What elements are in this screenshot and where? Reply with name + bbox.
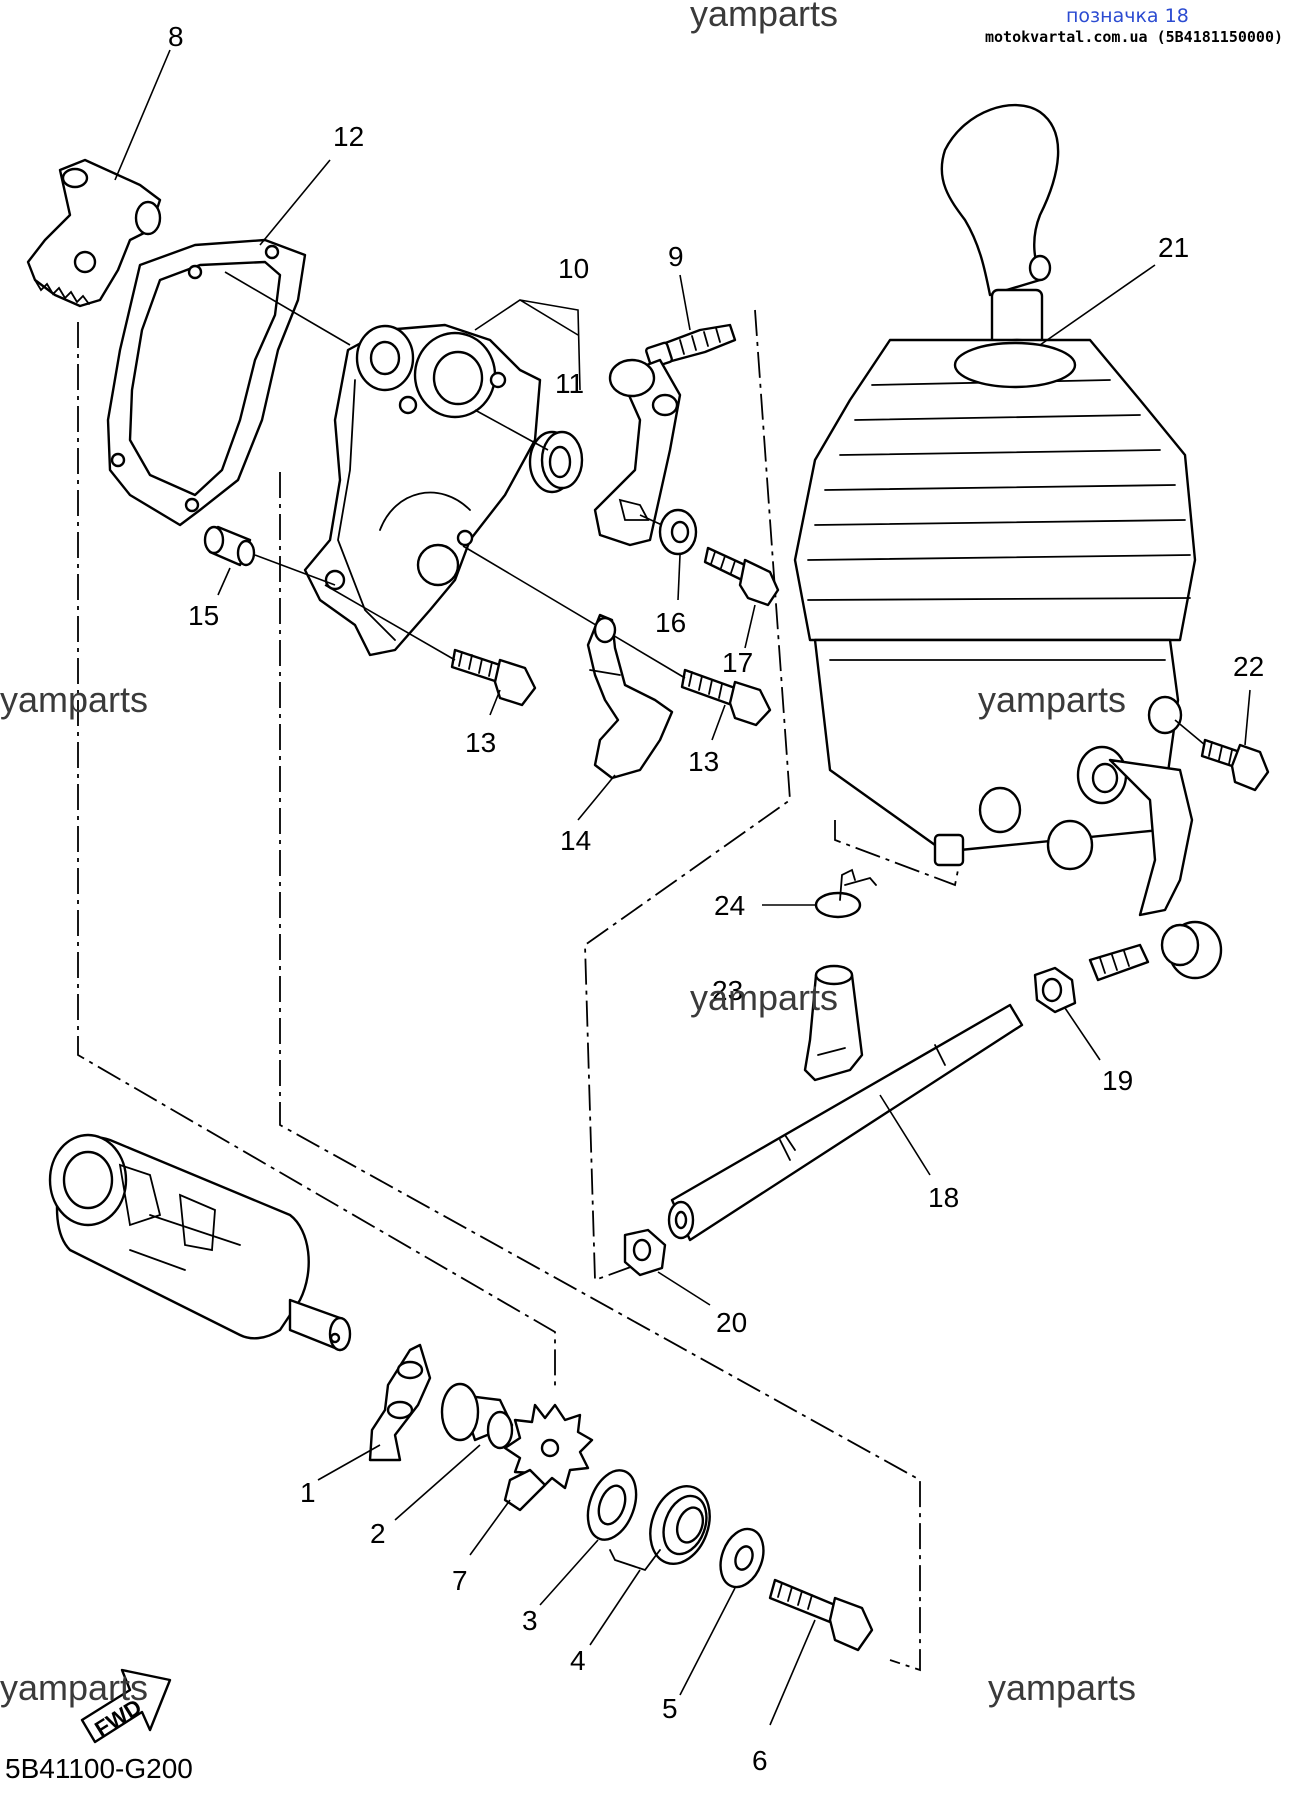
leader-16 [677,554,681,601]
leader-10 [474,299,581,391]
part-24-clip [814,868,877,919]
part-9-arm [593,358,682,547]
part-5-washer [719,1527,765,1589]
assembly-outline-lever [834,820,961,887]
part-23-sleeve [803,964,864,1082]
callout-12: 12 [333,121,364,152]
header-site: motokvartal.com.ua (5B4181150000) [985,28,1283,46]
callout-14: 14 [560,825,591,856]
callout-11: 11 [555,368,584,399]
leader-12b [224,271,351,346]
assembly-outline-cover [584,309,791,1282]
callout-7: 7 [452,1565,468,1596]
part-17-bolt [703,546,780,607]
leader-15 [217,567,231,596]
part-10-cover [303,323,542,657]
watermark-right: yamparts [978,679,1126,720]
callout-13b: 13 [688,746,719,777]
part-22-bolt [1200,738,1270,792]
leader-13a-axis [324,584,456,661]
leader-5 [679,1587,736,1696]
leader-13a [489,689,501,716]
part-19-nut [1033,966,1077,1014]
callout-15: 15 [188,600,219,631]
callout-16: 16 [655,607,686,638]
leader-8 [114,49,171,181]
assembly-outline-left [77,322,556,1390]
part-9-bolt [645,323,737,369]
part-18-rod [667,1003,1024,1242]
leader-2 [394,1444,481,1521]
leader-1 [317,1444,381,1481]
watermark-bottom-right: yamparts [988,1667,1136,1708]
leader-17 [744,604,756,649]
leader-13b-axis [462,545,686,679]
part-13b-bolt [680,668,772,727]
callout-17: 17 [722,647,753,678]
watermark-center: yamparts [690,977,838,1018]
part-11-seal [528,430,584,494]
callout-13a: 13 [465,727,496,758]
callout-5: 5 [662,1693,678,1724]
part-7-star [503,1403,594,1512]
part-2-collar [440,1382,514,1450]
callout-24: 24 [714,890,745,921]
leader-3 [539,1539,599,1606]
part-13a-bolt [450,648,537,707]
leader-15-axis [254,554,336,586]
callout-4: 4 [570,1645,586,1676]
part-16-washer [658,508,698,556]
part-15-pin [203,525,256,567]
part-4-spring [609,1485,711,1572]
leader-4 [589,1569,641,1646]
leader-13b [711,704,726,741]
callout-21: 21 [1158,232,1189,263]
shift-drum [48,1133,352,1352]
part-3-washer [586,1469,638,1541]
header-tag: позначка 18 [1066,5,1189,27]
assembly-outline-right [279,472,921,1672]
leader-22 [1244,689,1251,746]
callout-9: 9 [668,241,684,272]
leader-6 [769,1619,816,1726]
leader-9 [679,274,691,331]
leader-21 [1039,264,1156,346]
callout-18: 18 [928,1182,959,1213]
watermark-bottom-left: yamparts [0,1667,148,1708]
leader-11-axis [474,409,549,451]
leader-20 [657,1271,711,1306]
part-6-bolt [768,1578,874,1652]
callout-23: 23 [712,975,743,1006]
callout-22: 22 [1233,651,1264,682]
leader-22-axis [1174,719,1206,746]
leader-16-axis [639,514,663,526]
leader-19 [1064,1007,1101,1061]
part-14-lever [586,613,674,780]
callout-6: 6 [752,1745,768,1776]
callout-8: 8 [168,21,184,52]
watermark-left: yamparts [0,679,148,720]
part-20-nut [623,1228,667,1277]
callout-1: 1 [300,1477,316,1508]
part-8-segment [26,158,162,308]
callout-3: 3 [522,1605,538,1636]
part-21-shifter [793,103,1223,982]
leader-12 [259,159,331,246]
watermark-top: yamparts [690,0,838,34]
callout-2: 2 [370,1518,386,1549]
leader-18 [879,1094,931,1176]
callout-20: 20 [716,1307,747,1338]
part-1-cam [368,1343,432,1462]
callout-19: 19 [1102,1065,1133,1096]
leader-7 [469,1499,511,1556]
callout-10: 10 [558,253,589,284]
part-12-gasket [106,238,307,527]
leader-14 [577,774,616,821]
diagram-code: 5B41100-G200 [5,1753,193,1784]
